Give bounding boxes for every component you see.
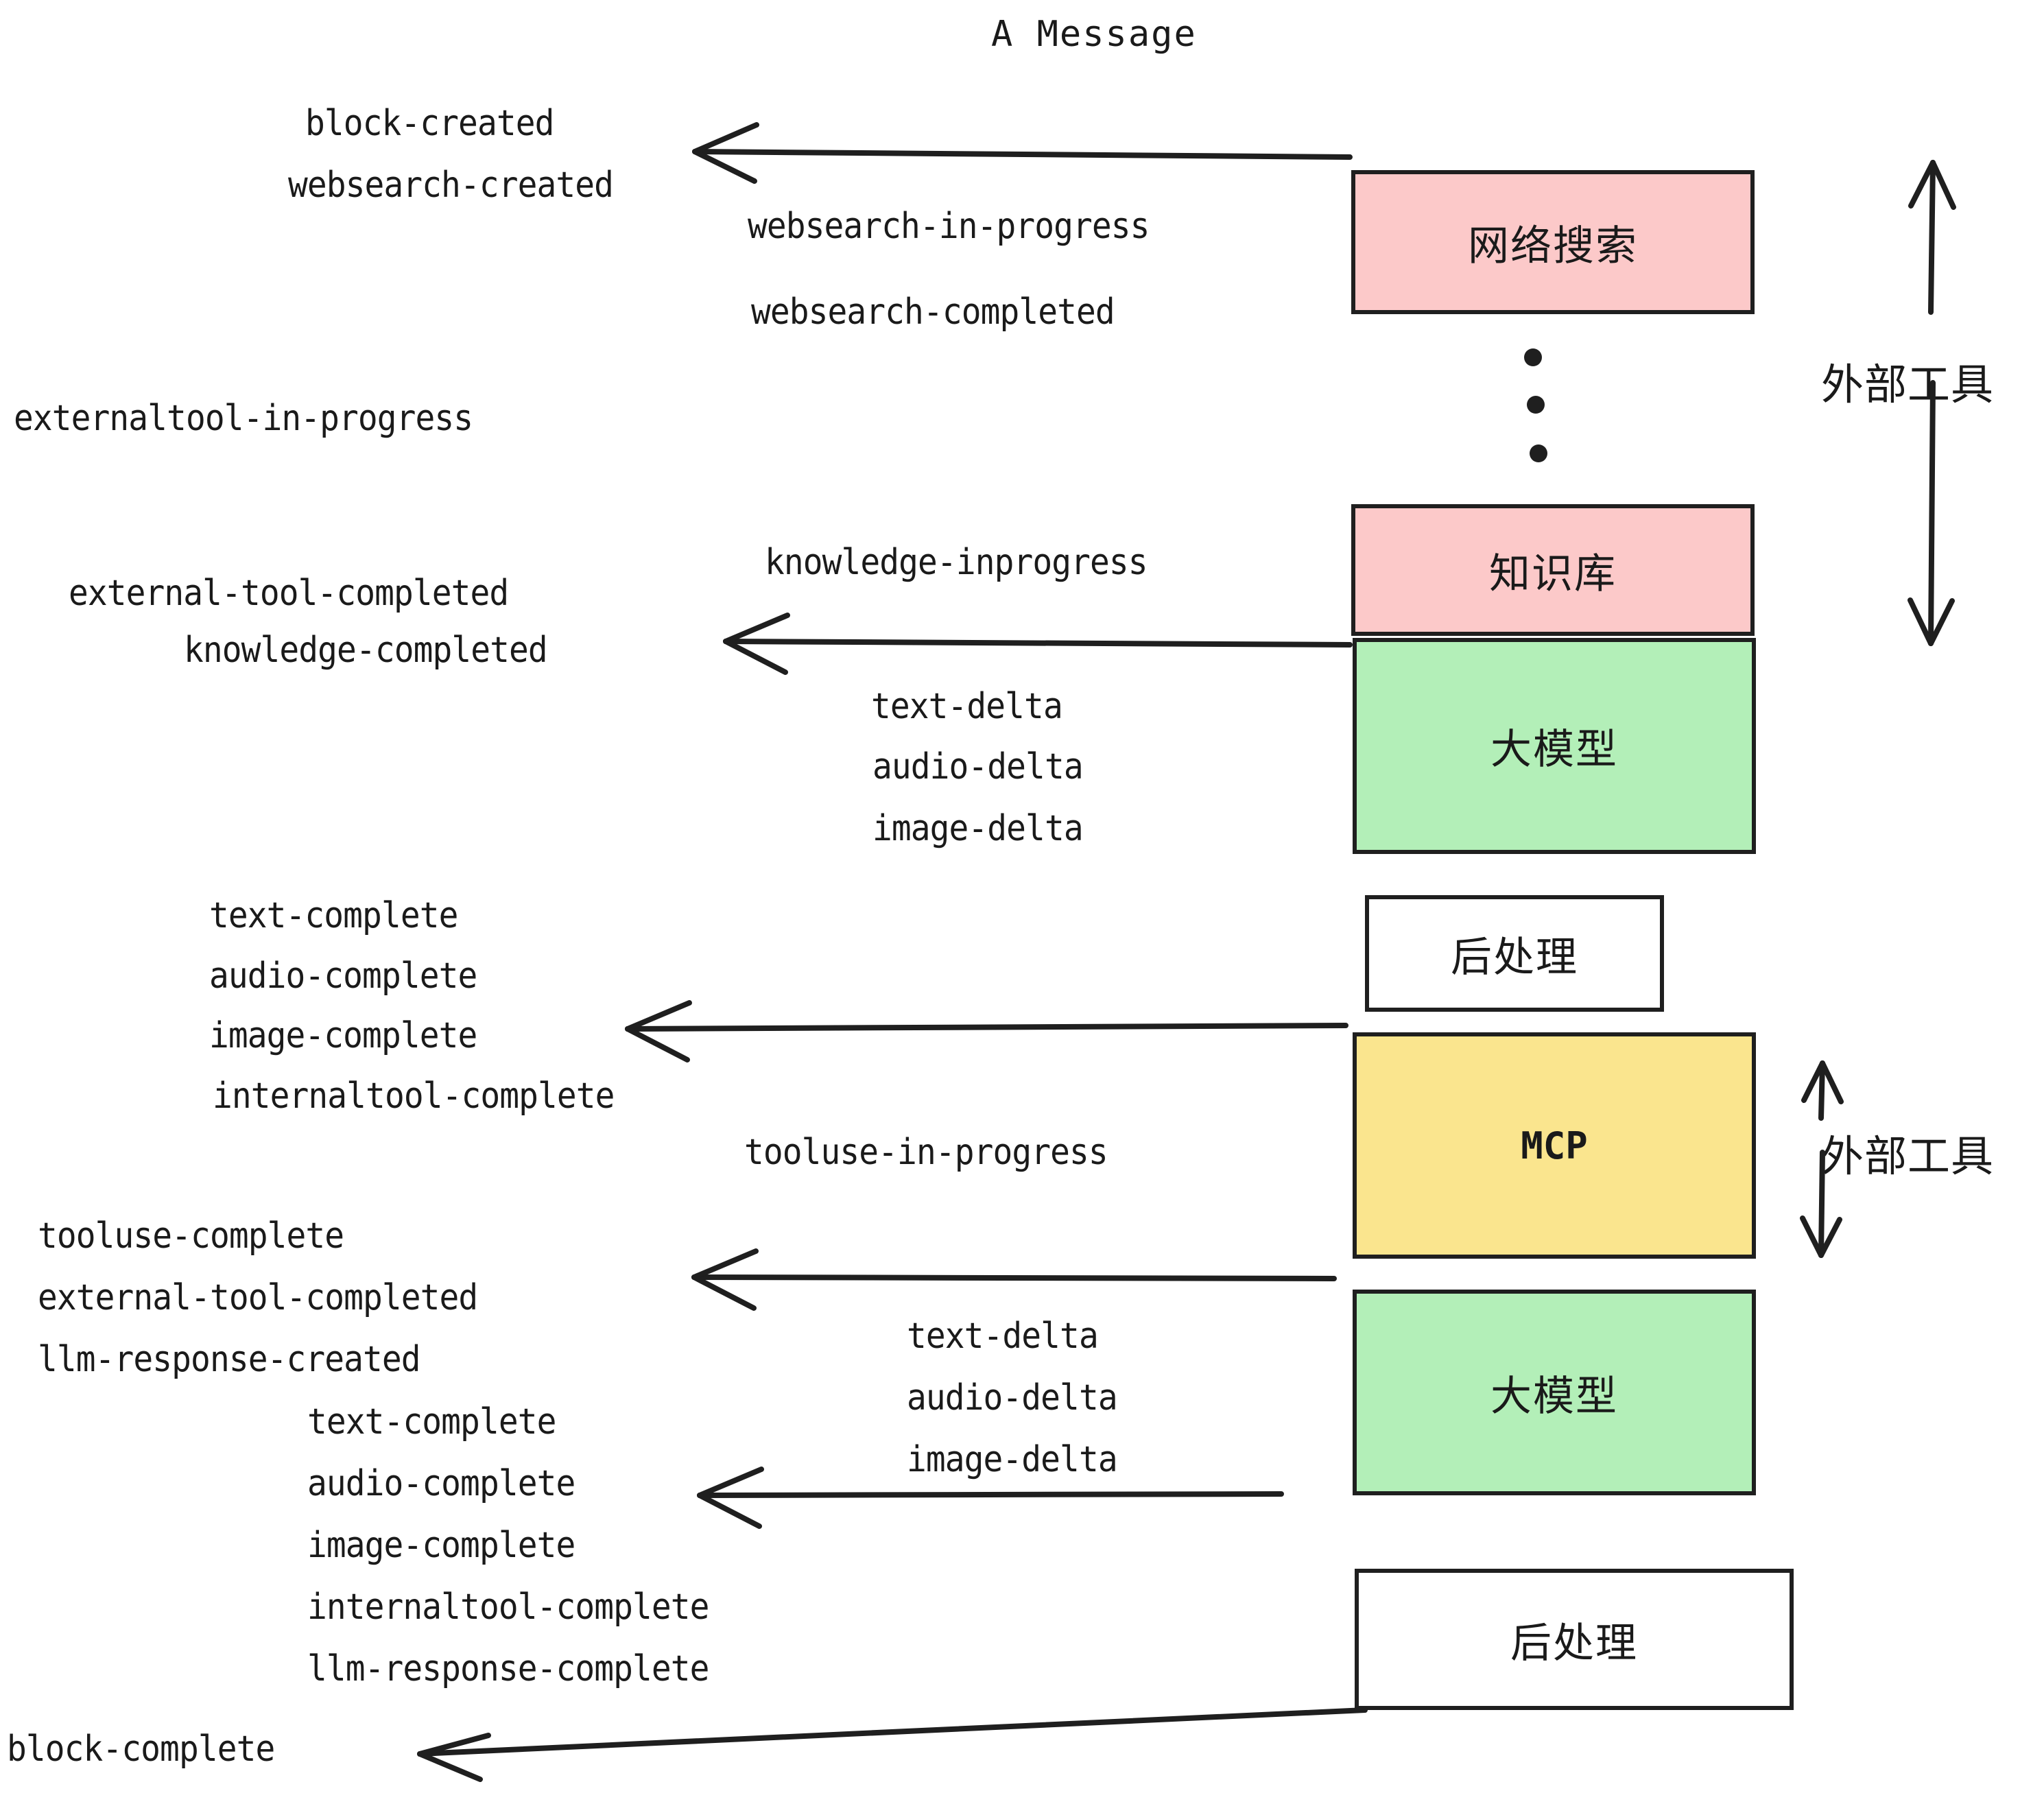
event-image-complete-1: image-complete [209,1015,477,1056]
event-audio-delta-1: audio-delta [872,746,1084,787]
websearch-box[interactable]: 网络搜索 [1351,170,1755,314]
postprocess-box-bottom[interactable]: 后处理 [1355,1569,1794,1710]
event-knowledge-inprogress: knowledge-inprogress [765,542,1148,583]
llm-box-bottom-label: 大模型 [1490,1372,1618,1421]
event-text-delta-2: text-delta [907,1316,1099,1357]
event-websearch-completed: websearch-completed [751,292,1115,333]
event-text-complete-2: text-complete [307,1401,556,1443]
arrow-mcp-to-tooluse-complete [691,1248,1337,1311]
event-llm-response-complete: llm-response-complete [307,1648,709,1689]
llm-box-top-label: 大模型 [1490,726,1618,774]
postprocess-box-top-label: 后处理 [1451,933,1578,982]
event-internaltool-complete-2: internaltool-complete [307,1587,709,1628]
external-tool-label-top: 外部工具 [1821,359,1995,410]
external-tool-label-bottom: 外部工具 [1821,1131,1995,1181]
event-audio-complete-1: audio-complete [209,956,477,997]
event-image-delta-2: image-delta [907,1439,1118,1480]
event-audio-complete-2: audio-complete [307,1463,575,1504]
postprocess-box-bottom-label: 后处理 [1510,1619,1638,1667]
event-knowledge-completed: knowledge-completed [184,630,548,671]
event-externaltool-in-progress: externaltool-in-progress [14,398,473,439]
knowledge-box[interactable]: 知识库 [1351,504,1755,636]
event-external-tool-completed-2: external-tool-completed [38,1277,478,1318]
knowledge-box-label: 知识库 [1489,549,1617,598]
llm-box-top[interactable]: 大模型 [1353,638,1756,854]
arrow-postprocess-to-block-complete [417,1707,1368,1782]
postprocess-box-top[interactable]: 后处理 [1365,895,1664,1012]
event-llm-response-created: llm-response-created [38,1339,421,1380]
arrow-postprocess-to-image-complete [625,1000,1348,1063]
event-external-tool-completed-1: external-tool-completed [69,573,509,614]
ellipsis-dot-2 [1527,396,1545,414]
arrow-websearch-to-created [692,122,1353,184]
event-text-complete-1: text-complete [209,895,458,936]
event-tooluse-complete: tooluse-complete [38,1215,344,1257]
ellipsis-dot-3 [1530,444,1547,462]
event-image-delta-1: image-delta [872,808,1084,849]
websearch-box-label: 网络搜索 [1468,222,1638,270]
event-websearch-in-progress: websearch-in-progress [748,206,1150,247]
event-image-complete-2: image-complete [307,1525,575,1566]
event-audio-delta-2: audio-delta [907,1377,1118,1419]
event-websearch-created: websearch-created [288,165,614,206]
ellipsis-dot-1 [1524,348,1542,366]
event-block-created: block-created [305,103,554,144]
mcp-box[interactable]: MCP [1353,1032,1756,1259]
event-tooluse-in-progress: tooluse-in-progress [744,1132,1108,1173]
arrow-knowledge-to-completed [723,613,1353,675]
page-title: A Message [991,14,1197,55]
event-block-complete: block-complete [7,1729,275,1770]
event-text-delta-1: text-delta [871,686,1063,727]
mcp-box-label: MCP [1521,1124,1588,1167]
event-internaltool-complete-1: internaltool-complete [213,1076,615,1117]
llm-box-bottom[interactable]: 大模型 [1353,1290,1756,1495]
